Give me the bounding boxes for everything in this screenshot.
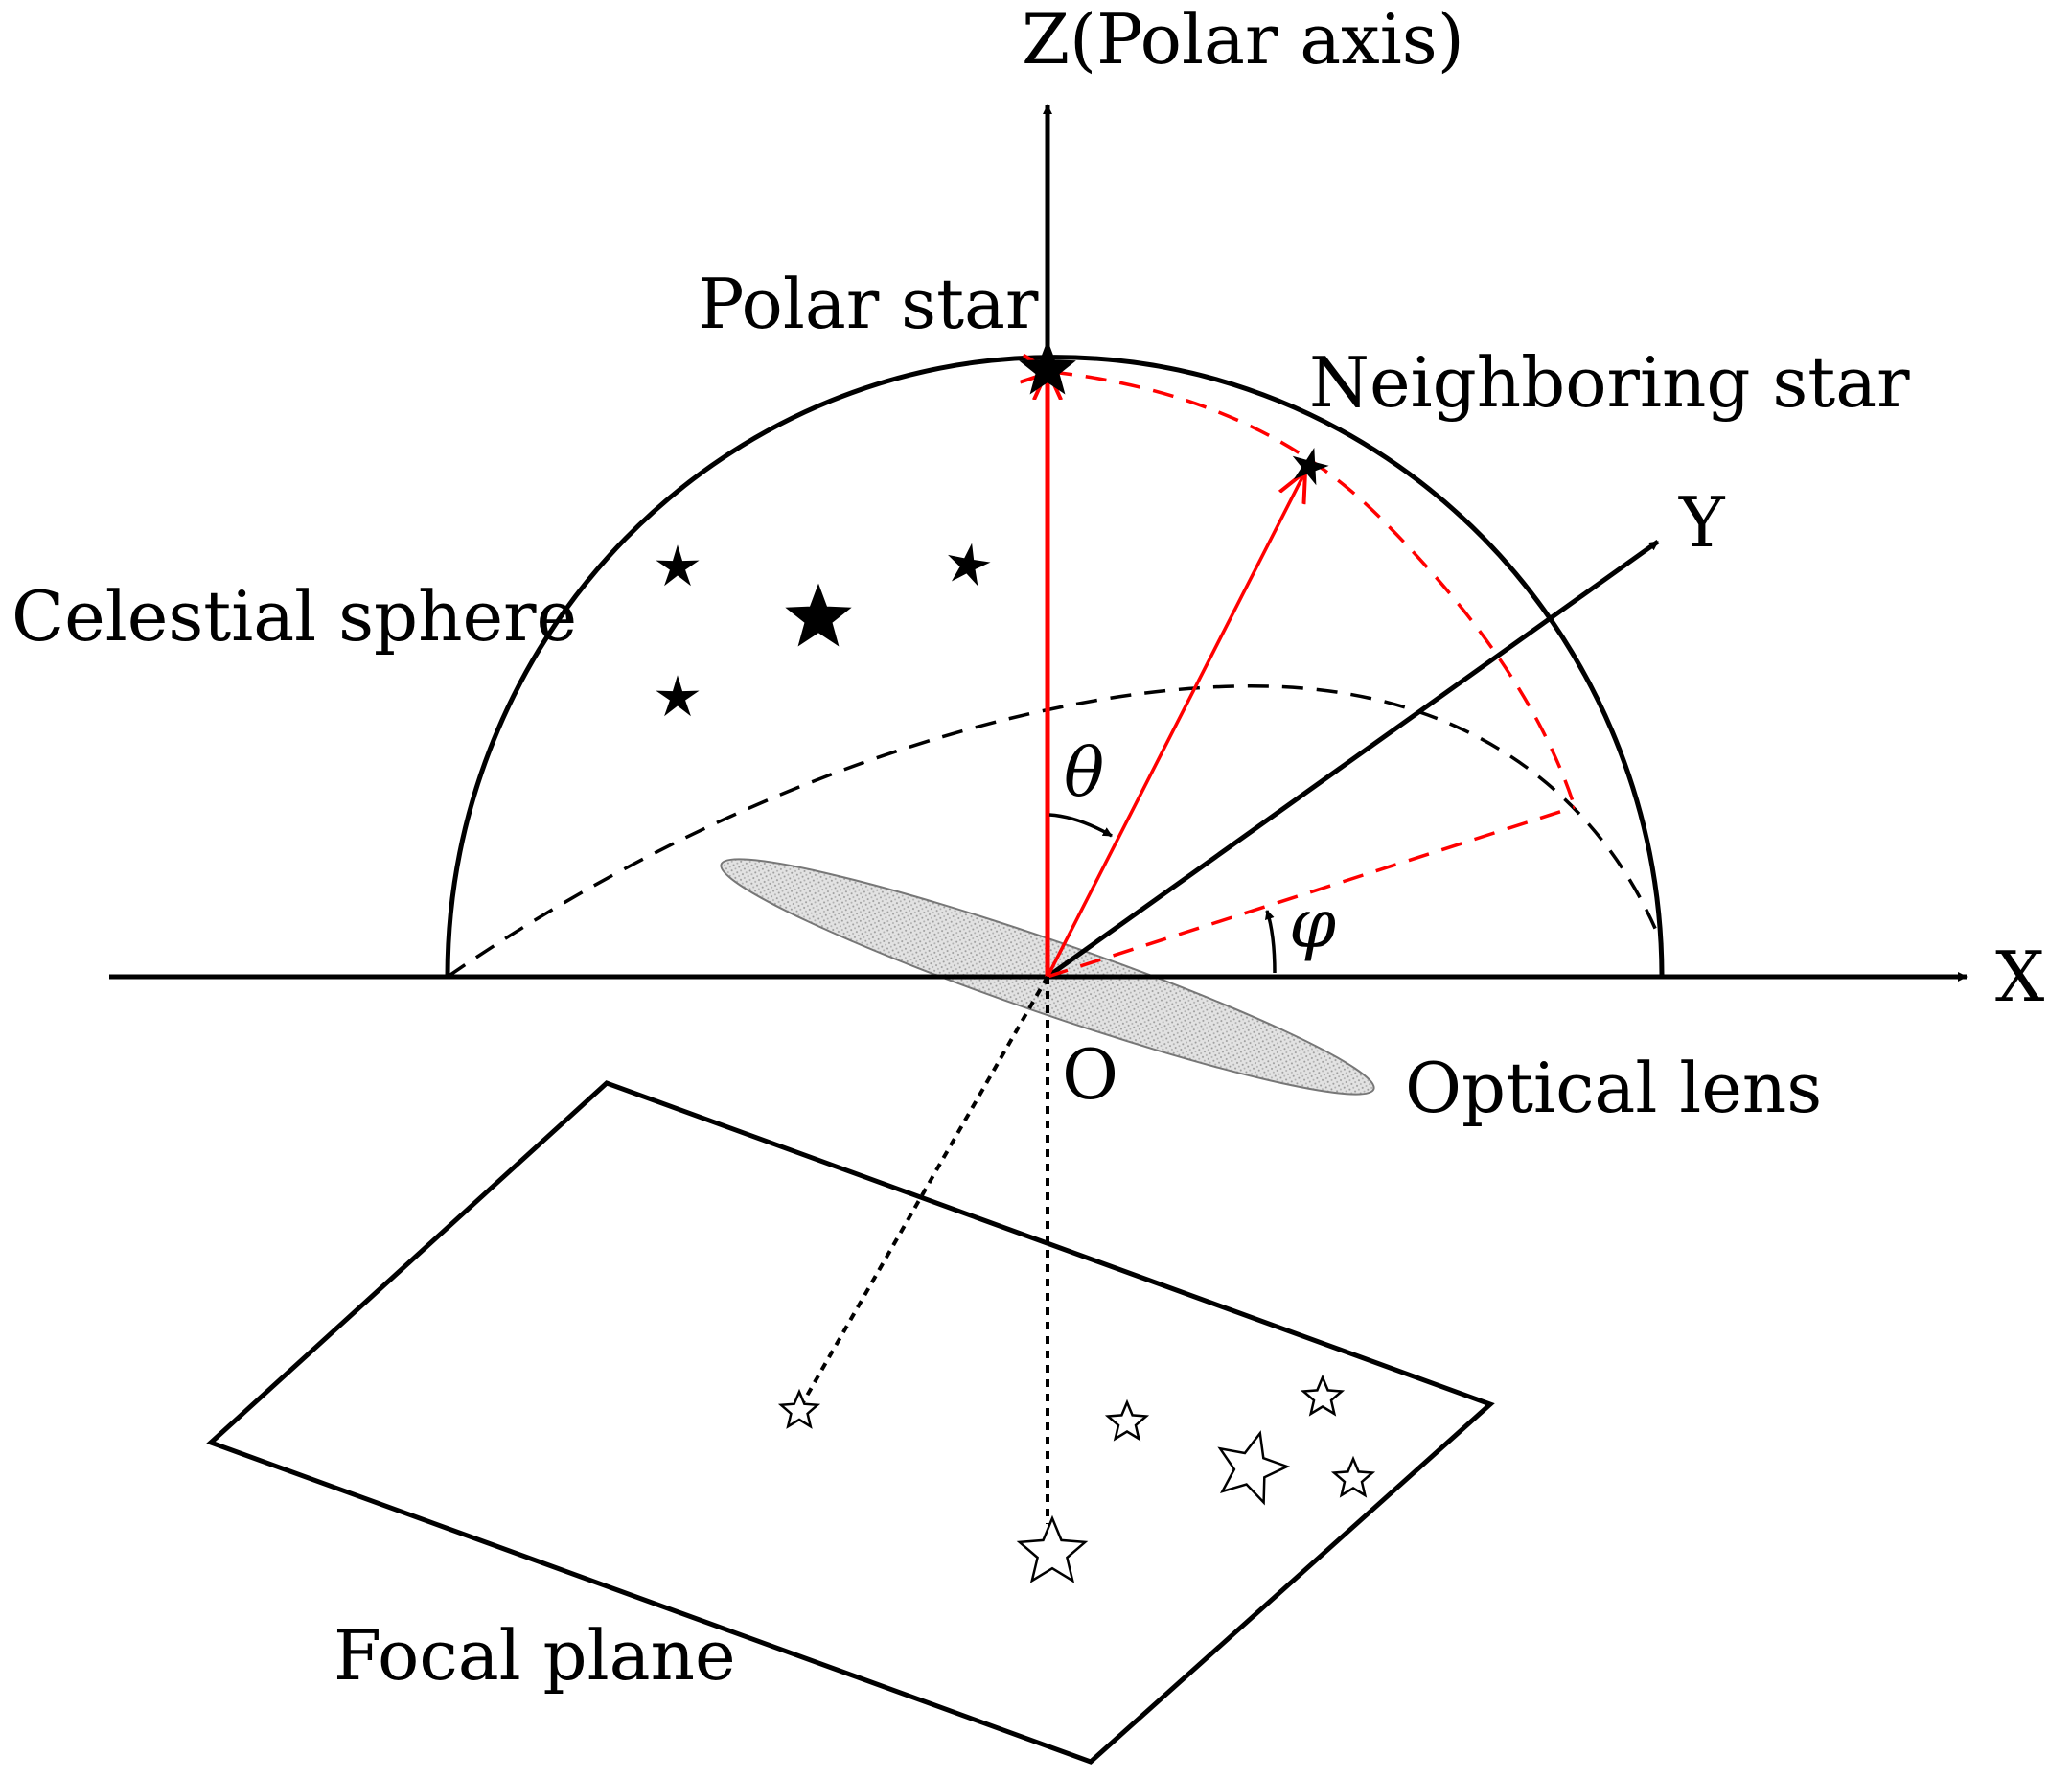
celestial-sphere-label: Celestial sphere (12, 576, 577, 657)
z-axis-label: Z(Polar axis) (1022, 0, 1464, 80)
image-star-neighbor-icon (777, 1388, 821, 1429)
theta-symbol: θ (1064, 733, 1104, 812)
image-star-icon (1300, 1374, 1346, 1417)
phi-symbol: φ (1289, 885, 1336, 963)
neighboring-star-vector (1046, 472, 1305, 978)
angular-distance-arc (1051, 372, 1577, 808)
focal-plane (206, 1080, 1495, 1765)
projection-line-neighbor (797, 976, 1049, 1410)
sky-star-icon (656, 544, 700, 587)
optical-lens-label: Optical lens (1405, 1048, 1822, 1128)
y-axis-label: Y (1678, 482, 1726, 563)
image-star-icon (1330, 1455, 1376, 1498)
xy-projection-dashed (1047, 805, 1576, 979)
polar-star-label: Polar star (698, 264, 1039, 344)
origin-label: O (1062, 1034, 1118, 1115)
image-star-icon (1217, 1430, 1291, 1506)
stars-group (656, 339, 1376, 1583)
image-star-polar-icon (1016, 1514, 1089, 1583)
x-axis-label: X (1995, 936, 2044, 1017)
theta-angle-arc (1048, 813, 1113, 838)
image-star-icon (1104, 1398, 1150, 1442)
focal-plane-label: Focal plane (334, 1615, 736, 1696)
polar-star-icon (1019, 339, 1076, 395)
phi-angle-arc (1264, 910, 1277, 974)
sky-star-icon (785, 583, 852, 647)
sky-star-icon (656, 675, 700, 717)
neighboring-star-label: Neighboring star (1309, 342, 1910, 423)
y-axis-line (1046, 539, 1660, 980)
sky-star-icon (948, 543, 991, 587)
horizon-ellipse-dashed (447, 684, 1664, 979)
neighboring-star-icon (1292, 448, 1329, 486)
